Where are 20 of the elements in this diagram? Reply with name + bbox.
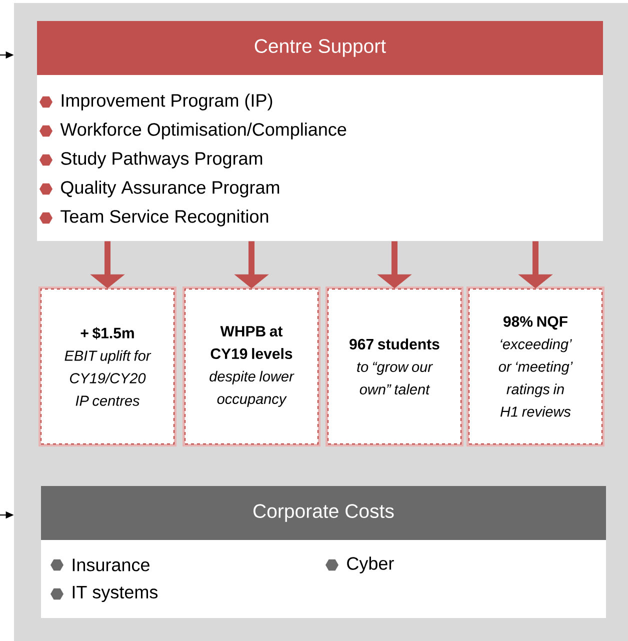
list-item: Insurance <box>72 558 150 572</box>
list-item: Cyber <box>347 556 394 574</box>
card-text: WHPB at CY19 levels despite lower occupancy <box>210 326 294 407</box>
list-item: Team Service Recognition <box>60 210 268 226</box>
metric-card <box>326 286 464 446</box>
list-item: Workforce Optimisation/Compliance <box>60 122 346 140</box>
list-item: Quality Assurance Program <box>61 180 280 198</box>
header-band: Corporate Costs <box>41 486 606 540</box>
header-band: Centre Support <box>37 21 603 75</box>
metric-card <box>38 286 176 446</box>
list-item: Study Pathways Program <box>61 152 262 168</box>
list-box <box>41 486 606 618</box>
list-item: IT systems <box>72 586 158 602</box>
metric-card <box>182 286 320 446</box>
list-box <box>37 21 603 241</box>
list-item: Improvement Program (IP) <box>62 94 272 110</box>
card-text: + $1.5m EBIT uplift for CY19/CY20 IP centres <box>64 327 152 406</box>
card-text: 98% NQF ‘exceeding’ or ‘meeting’ ratings in H1 reviews <box>498 316 573 417</box>
metric-card <box>466 286 604 446</box>
card-text: 967 students to “grow our own” talent <box>350 338 440 394</box>
